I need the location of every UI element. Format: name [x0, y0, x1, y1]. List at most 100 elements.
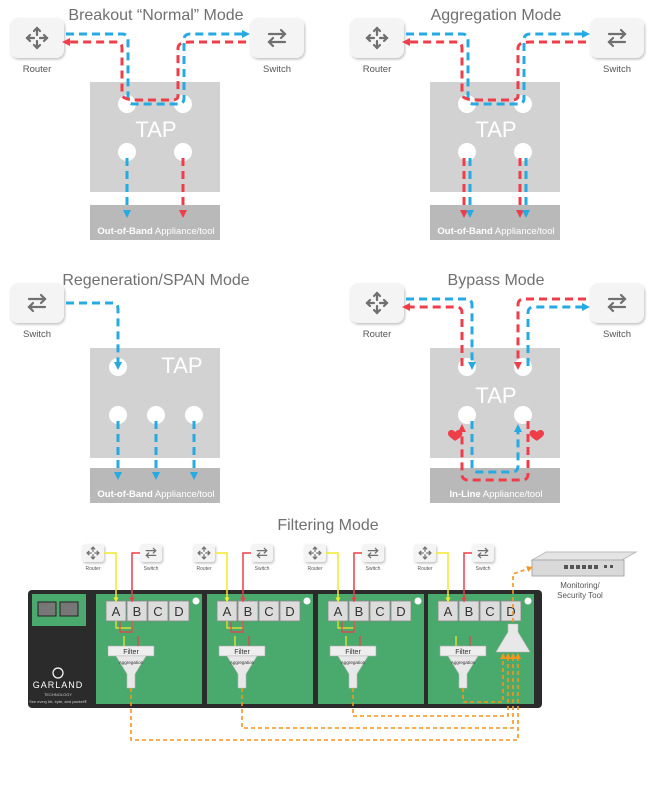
port-letter: B — [355, 604, 364, 619]
panel-bypass-mode: Bypass Mode Router Switch TAP In-Line Ap… — [350, 272, 644, 503]
port-b — [458, 600, 480, 622]
tap-port — [458, 143, 476, 161]
router-label: Router — [363, 329, 392, 340]
orange-aggregation-link — [462, 653, 506, 703]
switch-label: Switch — [23, 329, 51, 340]
garland-logo-mark — [52, 667, 64, 679]
tap-port — [109, 406, 127, 424]
switch-label: Switch — [603, 329, 631, 340]
panel-regeneration-mode: Regeneration/SPAN Mode Switch TAP Out-of… — [10, 272, 250, 503]
blue-traffic-line — [406, 297, 476, 370]
tap-label: TAP — [475, 383, 516, 408]
tap-label: TAP — [475, 117, 516, 142]
router-label: Router — [363, 64, 392, 75]
red-traffic-line — [514, 297, 586, 370]
appliance-label: In-Line Appliance/tool — [450, 489, 543, 500]
filter-label: Filter — [234, 649, 250, 656]
aggregation-label: Aggregation — [230, 660, 255, 665]
filter-label: Filter — [455, 649, 471, 656]
port-letter: D — [396, 604, 405, 619]
brand-name: GARLAND — [33, 680, 84, 690]
router-device — [350, 18, 404, 58]
red-traffic-line — [402, 38, 586, 102]
tap-port — [514, 95, 532, 113]
panel-aggregation-mode: Aggregation Mode Router Switch TAP Out-o… — [350, 7, 644, 240]
panel-filtering-mode: Filtering Mode GARLAND TECHNOLOGY See ev… — [28, 517, 638, 741]
funnel-icon — [495, 623, 531, 653]
switch-label: Switch — [366, 566, 381, 572]
red-traffic-line — [458, 421, 530, 482]
port-letter: D — [506, 604, 515, 619]
aggregation-label: Aggregation — [341, 660, 366, 665]
router-label: Router — [85, 566, 100, 572]
tap-label: TAP — [161, 353, 202, 378]
appliance-label: Out-of-Band Appliance/tool — [437, 226, 554, 237]
port-letter: C — [153, 604, 162, 619]
module-screw — [192, 597, 200, 605]
blue-traffic-line — [470, 421, 522, 474]
port-letter: A — [223, 604, 232, 619]
panel-title: Bypass Mode — [448, 272, 545, 289]
port-letter: B — [465, 604, 474, 619]
aggregation-label: Aggregation — [119, 660, 144, 665]
red-link — [240, 552, 251, 603]
tap-port — [174, 143, 192, 161]
monitoring-label-line2: Security Tool — [557, 591, 603, 600]
filter-label: Filter — [123, 649, 139, 656]
heart-icon — [448, 430, 463, 441]
tap-port — [174, 95, 192, 113]
aggregation-label: Aggregation — [451, 660, 476, 665]
port-b — [348, 600, 370, 622]
port-d — [168, 600, 190, 622]
port-c — [479, 600, 501, 622]
tap-label: TAP — [135, 117, 176, 142]
switch-device — [251, 544, 273, 562]
blue-traffic-line — [66, 301, 122, 370]
port-b — [237, 600, 259, 622]
appliance-box — [430, 205, 560, 240]
switch-device — [10, 283, 64, 323]
panel-title: Filtering Mode — [277, 517, 378, 534]
router-device — [350, 283, 404, 323]
switch-label: Switch — [603, 64, 631, 75]
port-letter: A — [444, 604, 453, 619]
tap-port — [118, 143, 136, 161]
funnel-icon — [337, 655, 369, 689]
monitoring-tool — [530, 551, 638, 577]
aggregation-links — [130, 653, 521, 741]
orange-output-link — [512, 566, 533, 622]
module-screw — [524, 597, 532, 605]
orange-aggregation-link — [130, 653, 521, 741]
port-letter: A — [334, 604, 343, 619]
router-device — [10, 18, 64, 58]
port-letter: C — [264, 604, 273, 619]
red-traffic-line — [402, 303, 464, 366]
red-link — [461, 552, 472, 603]
panel-title: Aggregation Mode — [431, 7, 562, 24]
brand-sub: TECHNOLOGY — [44, 692, 72, 697]
appliance-label: Out-of-Band Appliance/tool — [97, 489, 214, 500]
module-screw — [303, 597, 311, 605]
tap-port — [458, 406, 476, 424]
switch-label: Switch — [144, 566, 159, 572]
switch-device — [140, 544, 162, 562]
funnel-icon — [447, 655, 479, 689]
port-d — [500, 600, 522, 622]
blue-traffic-line — [66, 30, 250, 106]
router-label: Router — [196, 566, 211, 572]
switch-device — [590, 283, 644, 323]
tap-port — [514, 143, 532, 161]
panel-title: Breakout “Normal” Mode — [68, 7, 243, 24]
port-letter: C — [375, 604, 384, 619]
switch-label: Switch — [263, 64, 291, 75]
router-label: Router — [23, 64, 52, 75]
tap-port — [514, 406, 532, 424]
port-d — [279, 600, 301, 622]
panel-title: Regeneration/SPAN Mode — [62, 272, 249, 289]
